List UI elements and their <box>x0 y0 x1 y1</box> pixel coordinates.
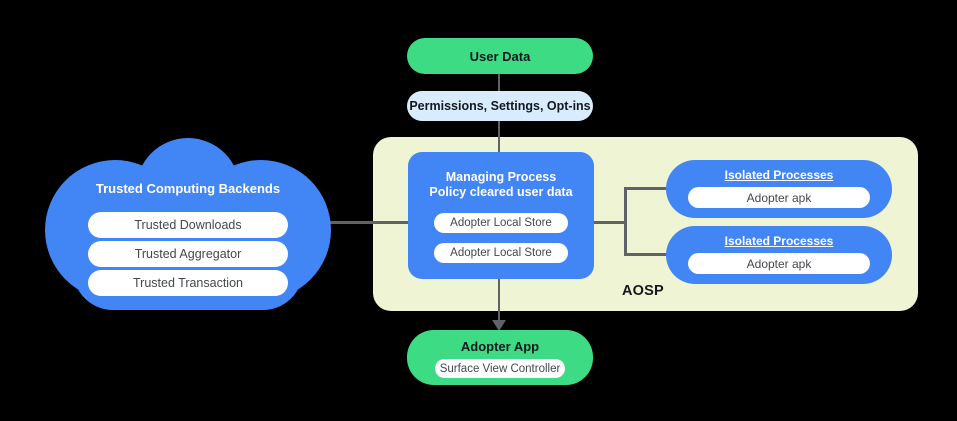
connector-permissions-to-managing-process <box>498 121 500 153</box>
managing-process-title-line2: Policy cleared user data <box>429 185 573 199</box>
connector-user-data-to-permissions <box>498 74 500 92</box>
cloud-item-trusted-downloads[interactable]: Trusted Downloads <box>88 212 288 238</box>
aosp-label: AOSP <box>622 283 664 299</box>
cloud-title: Trusted Computing Backends <box>95 181 281 196</box>
adopter-local-store-1[interactable]: Adopter Local Store <box>434 213 568 233</box>
adopter-local-store-2[interactable]: Adopter Local Store <box>434 243 568 263</box>
managing-process-node[interactable]: Managing Process Policy cleared user dat… <box>408 152 594 279</box>
cloud-item-trusted-aggregator[interactable]: Trusted Aggregator <box>88 241 288 267</box>
isolated-process-node-2[interactable]: Isolated Processes Adopter apk <box>666 226 892 284</box>
adopter-apk-2[interactable]: Adopter apk <box>688 253 870 274</box>
user-data-node[interactable]: User Data <box>407 38 593 74</box>
surface-view-controller[interactable]: Surface View Controller <box>435 359 565 378</box>
adopter-app-title: Adopter App <box>460 339 540 354</box>
arrow-head-icon <box>492 320 506 331</box>
connector-branch-to-isolated-1 <box>624 187 668 190</box>
isolated-process-node-1[interactable]: Isolated Processes Adopter apk <box>666 160 892 218</box>
permissions-settings-optins-node[interactable]: Permissions, Settings, Opt-ins <box>407 91 593 121</box>
connector-branch-to-isolated-2 <box>624 253 668 256</box>
managing-process-title-line1: Managing Process <box>445 170 557 184</box>
adopter-app-node[interactable]: Adopter App Surface View Controller <box>407 330 593 385</box>
connector-managing-process-to-branch <box>594 221 626 224</box>
adopter-apk-1[interactable]: Adopter apk <box>688 187 870 208</box>
isolated-process-title-1[interactable]: Isolated Processes <box>724 168 834 182</box>
connector-branch-vertical <box>624 188 627 255</box>
cloud-item-trusted-transaction[interactable]: Trusted Transaction <box>88 270 288 296</box>
connector-managing-process-to-adopter-app <box>498 279 500 322</box>
isolated-process-title-2[interactable]: Isolated Processes <box>724 234 834 248</box>
connector-cloud-to-managing-process <box>325 221 409 224</box>
managing-process-title: Managing Process Policy cleared user dat… <box>408 170 594 200</box>
